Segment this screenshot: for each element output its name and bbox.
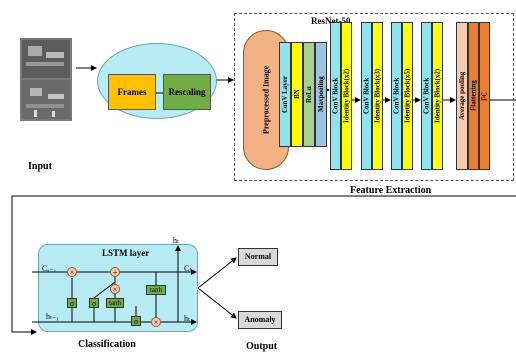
resnet-title: ResNet-50	[311, 16, 351, 26]
lstm-to-anomaly-arrow	[197, 287, 237, 319]
surveillance-frames-picture	[20, 38, 72, 121]
c-prev-label: Cₑ₋₁	[42, 264, 57, 273]
h-prev-label: hₜ₋₁	[46, 312, 59, 321]
feature-to-lstm-line	[11, 195, 516, 335]
forget-multiply-op: ×	[67, 267, 77, 277]
input-image	[20, 38, 72, 121]
cell-tanh: tanh	[146, 285, 166, 295]
cell-add-op: +	[110, 267, 120, 277]
h-next-label: hₜ	[184, 314, 190, 323]
frames-to-rescaling-arrow	[156, 92, 163, 94]
normal-output-label: Normal	[244, 252, 272, 261]
frames-label: Frames	[117, 86, 147, 97]
forget-gate-sigma: σ	[67, 298, 77, 308]
normal-output-box: Normal	[238, 248, 278, 266]
lstm-to-normal-arrow	[197, 257, 237, 289]
h-top-label: hₜ	[173, 236, 179, 245]
lstm-title: LSTM layer	[102, 248, 150, 258]
output-multiply-symbol: ×	[153, 317, 159, 327]
feature-extraction-caption: Feature Extraction	[350, 185, 432, 196]
anomaly-output-label: Anomaly	[244, 315, 276, 324]
cell-add-symbol: +	[112, 267, 118, 277]
forget-multiply-symbol: ×	[69, 267, 75, 277]
anomaly-output-box: Anomaly	[238, 311, 282, 329]
rescaling-label: Rescaling	[168, 86, 206, 97]
frames-box: Frames	[108, 74, 156, 110]
candidate-tanh: tanh	[106, 298, 124, 308]
classification-caption: Classification	[78, 339, 136, 350]
feature-extraction-region	[234, 13, 514, 181]
forget-gate-symbol: σ	[69, 298, 75, 308]
rescaling-box: Rescaling	[163, 74, 211, 110]
candidate-tanh-label: tanh	[108, 299, 122, 307]
c-next-label: Cₜ	[184, 264, 192, 273]
output-gate-sigma: σ	[131, 316, 141, 326]
output-multiply-op: ×	[151, 317, 161, 327]
input-multiply-symbol: ×	[112, 284, 118, 294]
input-multiply-op: ×	[110, 284, 120, 294]
output-caption: Output	[246, 341, 278, 352]
input-gate-sigma: σ	[89, 298, 99, 308]
input-label: Input	[28, 161, 52, 172]
output-gate-symbol: σ	[133, 316, 139, 326]
input-gate-symbol: σ	[91, 298, 97, 308]
cell-tanh-label: tanh	[149, 286, 163, 294]
